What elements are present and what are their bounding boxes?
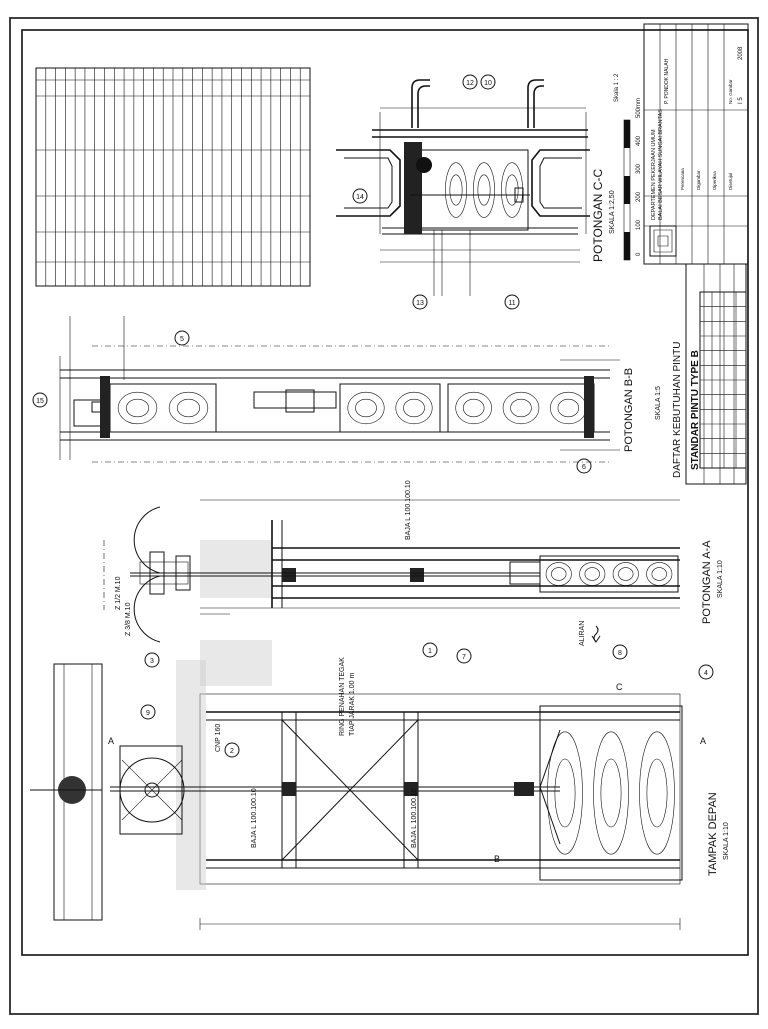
sheet-number: I 5	[738, 97, 744, 104]
cut-marker-a-right: A	[700, 736, 706, 746]
cut-marker-c: C	[616, 682, 623, 692]
flow-arrow	[591, 625, 601, 643]
cut-marker-a-left: A	[108, 736, 114, 746]
callout-circle	[612, 644, 628, 660]
inner-border	[21, 29, 749, 956]
callout-number: 15	[36, 398, 44, 405]
callout-number: 3	[150, 658, 154, 665]
scale-tick-0: 0	[636, 252, 642, 256]
section-aa-detail	[103, 499, 680, 686]
agency-name: BALAI BESAR WILAYAH SUNGAI BRANTAS	[658, 109, 664, 220]
front-view-detail	[110, 660, 683, 930]
scale-tick-5: 500mm	[636, 98, 642, 118]
title-block	[643, 23, 749, 485]
callout-circle	[422, 642, 438, 658]
department-name: DEPARTEMEN PEKERJAAN UMUM	[651, 129, 657, 220]
sheet-year: 2008	[738, 46, 744, 60]
row-approved: Disetujui	[728, 173, 733, 190]
section-bb-title: POTONGAN B-B	[623, 368, 635, 452]
row-drawing-no: No. Gambar	[728, 79, 733, 104]
section-aa-scale: SKALA 1:10	[717, 560, 724, 598]
callout-number: 5	[180, 336, 184, 343]
schedule-title: DAFTAR KEBUTUHAN PINTU	[672, 342, 683, 479]
front-view-title: TAMPAK DEPAN	[707, 792, 719, 876]
callout-circle	[352, 188, 368, 204]
callout-circle	[144, 652, 160, 668]
section-cc-title: POTONGAN C-C	[591, 169, 605, 262]
callout-circle	[32, 392, 48, 408]
angle-label-top: BAJA L 100.100.10	[405, 480, 412, 540]
ring-note-line-1: RING PENAHAN TEGAK	[339, 657, 346, 736]
section-bb-scale: SKALA 1:5	[655, 386, 662, 420]
scale-tick-1: 100	[636, 219, 642, 230]
callout-circle	[412, 294, 428, 310]
callout-circle	[576, 458, 592, 474]
callout-circle	[698, 664, 714, 680]
row-planner: Perencana	[680, 168, 685, 190]
callout-circle	[504, 294, 520, 310]
project-name: P. PONDOK NALAH	[664, 58, 670, 104]
material-list-table	[35, 67, 311, 287]
handwheel-side-view	[30, 663, 103, 921]
bolt-label-1: Z 1/2 M.10	[115, 576, 122, 610]
callout-circle	[174, 330, 190, 346]
callout-number: 13	[416, 300, 424, 307]
callout-circle	[480, 74, 496, 90]
callout-number: 9	[146, 710, 150, 717]
callout-number: 7	[462, 654, 466, 661]
callout-circle	[140, 704, 156, 720]
angle-label-left: BAJA L 100.100.10	[251, 788, 258, 848]
cut-marker-b: B	[494, 854, 500, 864]
scale-bar	[623, 119, 631, 261]
ring-note-line-2: TIAP JARAK 1.00 m	[349, 673, 356, 736]
callout-number: 10	[484, 80, 492, 87]
section-aa-title: POTONGAN A-A	[701, 540, 713, 624]
bolt-label-2: Z 3/8 M.10	[125, 602, 132, 636]
callout-circle	[456, 648, 472, 664]
scale-tick-3: 300	[636, 163, 642, 174]
drawing-title: STANDAR PINTU TYPE B	[690, 350, 701, 470]
scale-bar-label: Skala 1 : 2	[614, 73, 620, 102]
callout-number: 6	[582, 464, 586, 471]
section-bb-detail	[59, 316, 620, 463]
callout-circle	[224, 742, 240, 758]
row-drawn: Digambar	[696, 170, 701, 190]
angle-label-right: BAJA L 100.100.10	[411, 788, 418, 848]
callout-number: 8	[618, 650, 622, 657]
channel-label: CNP 160	[215, 724, 222, 752]
callout-number: 14	[356, 194, 364, 201]
scale-tick-2: 200	[636, 191, 642, 202]
front-view-scale: SKALA 1:10	[723, 822, 730, 860]
section-cc-detail	[336, 79, 590, 296]
callout-number: 11	[508, 300, 515, 307]
section-cc-scale: SKALA 1:2,50	[609, 190, 616, 234]
door-schedule	[699, 291, 747, 469]
scale-tick-4: 400	[636, 135, 642, 146]
callout-circle	[462, 74, 478, 90]
outer-border	[9, 17, 759, 1015]
callout-number: 1	[428, 648, 432, 655]
callout-number: 4	[704, 670, 708, 677]
row-checked: Diperiksa	[712, 171, 717, 190]
flow-label: ALIRAN	[579, 621, 586, 646]
callout-number: 12	[466, 80, 474, 87]
callout-number: 2	[230, 748, 234, 755]
